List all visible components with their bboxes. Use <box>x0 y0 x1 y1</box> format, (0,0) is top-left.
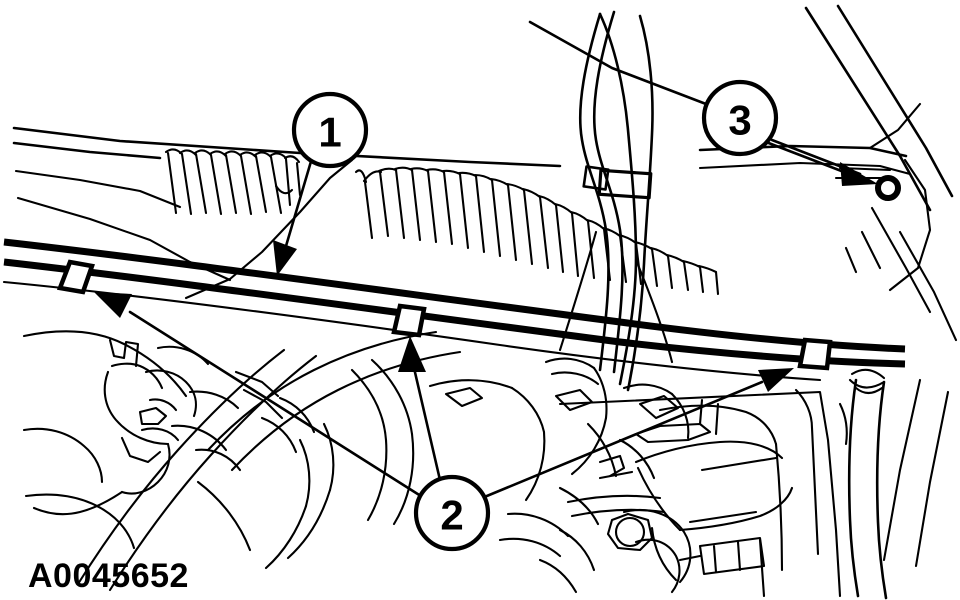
retaining-clip-center <box>391 303 427 338</box>
engine-components-center <box>428 357 690 558</box>
engine-hoses-center-left <box>76 330 462 592</box>
callout-3-circle[interactable] <box>701 79 779 157</box>
figure-id-label: A0045652 <box>28 557 189 595</box>
callout-2-circle[interactable] <box>413 474 491 552</box>
callout-3[interactable]: 3 <box>701 79 779 157</box>
callout-1-number: 1 <box>318 109 341 156</box>
callout-2[interactable]: 2 <box>413 474 491 552</box>
retaining-clip-right <box>797 337 833 371</box>
callout-2-leaders <box>94 292 794 500</box>
callout-3-leader <box>528 20 878 186</box>
cowl-panel-group <box>12 102 932 300</box>
engine-cover <box>558 388 848 598</box>
callout-1[interactable]: 1 <box>291 91 369 169</box>
callout-2-number: 2 <box>440 492 463 539</box>
callout-1-leader <box>273 156 314 276</box>
retaining-clip-left <box>56 259 95 295</box>
engine-cover-bosses <box>538 508 692 594</box>
fender-edge-lines <box>804 4 958 600</box>
callout-1-circle[interactable] <box>291 91 369 169</box>
cowl-seal-ribs-left <box>164 148 302 216</box>
engine-components-left <box>22 330 242 550</box>
callout-3-number: 3 <box>728 97 751 144</box>
